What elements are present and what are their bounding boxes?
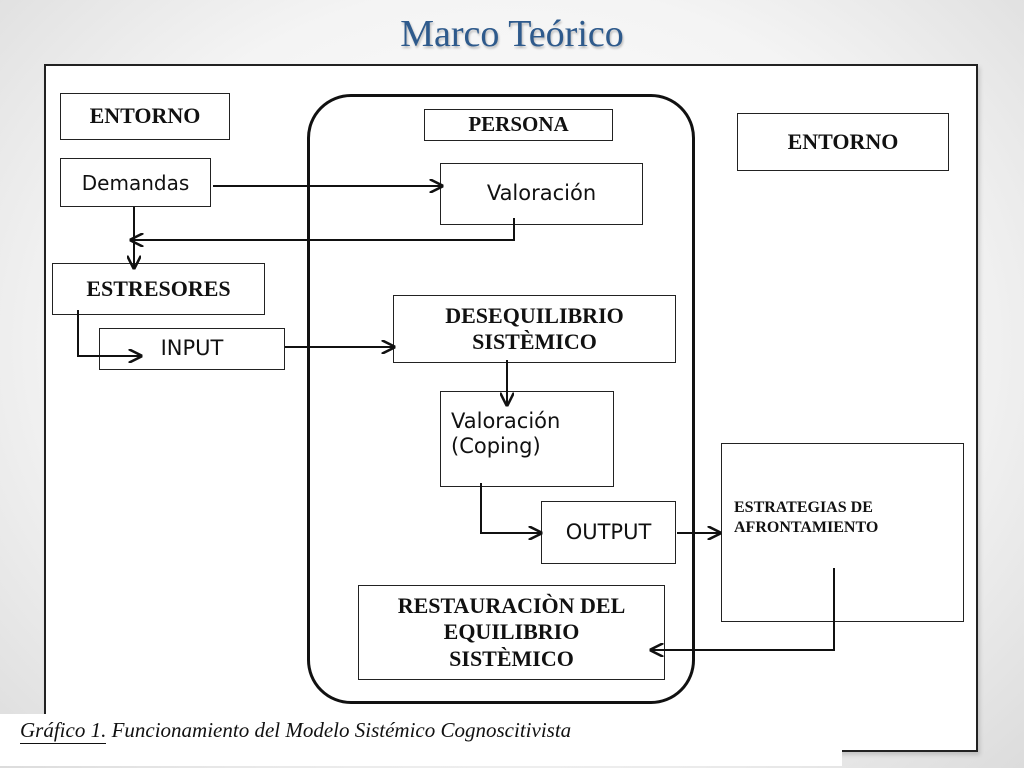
entorno-right-label: ENTORNO [787, 128, 899, 154]
desequilibrio-line2: SISTÈMICO [472, 329, 597, 354]
restauracion-line3: SISTÈMICO [449, 645, 574, 671]
slide-title: Marco Teórico [400, 13, 624, 55]
entorno-right-box: ENTORNO [737, 113, 949, 171]
estresores-label: ESTRESORES [86, 275, 231, 301]
persona-container [307, 94, 695, 704]
estrategias-line2: AFRONTAMIENTO [734, 518, 879, 536]
persona-label: PERSONA [468, 112, 569, 137]
input-box: INPUT [99, 328, 285, 370]
restauracion-line2: EQUILIBRIO [443, 619, 580, 645]
demandas-label: Demandas [81, 170, 190, 195]
estrategias-box: ESTRATEGIAS DE AFRONTAMIENTO [721, 443, 964, 622]
caption-background [0, 714, 842, 766]
coping-box: Valoración (Coping) [440, 391, 614, 487]
demandas-box: Demandas [60, 158, 211, 207]
estrategias-line1: ESTRATEGIAS DE [734, 499, 873, 517]
output-label: OUTPUT [565, 519, 652, 544]
entorno-left-label: ENTORNO [89, 103, 201, 129]
coping-line1: Valoración [451, 408, 561, 433]
estresores-box: ESTRESORES [52, 263, 265, 315]
caption-underline [20, 743, 106, 744]
output-box: OUTPUT [541, 501, 676, 564]
valoracion-label: Valoración [486, 181, 597, 206]
valoracion-box: Valoración [440, 163, 643, 225]
coping-line2: (Coping) [451, 434, 541, 458]
restauracion-line1: RESTAURACIÒN DEL [397, 592, 626, 618]
persona-box: PERSONA [424, 109, 613, 141]
figure-caption: Gráfico 1. Funcionamiento del Modelo Sis… [20, 718, 572, 742]
desequilibrio-box: DESEQUILIBRIO SISTÈMICO [393, 295, 676, 363]
desequilibrio-line1: DESEQUILIBRIO [445, 302, 624, 328]
restauracion-box: RESTAURACIÒN DEL EQUILIBRIO SISTÈMICO [358, 585, 665, 680]
input-label: INPUT [160, 336, 224, 361]
entorno-left-box: ENTORNO [60, 93, 230, 140]
